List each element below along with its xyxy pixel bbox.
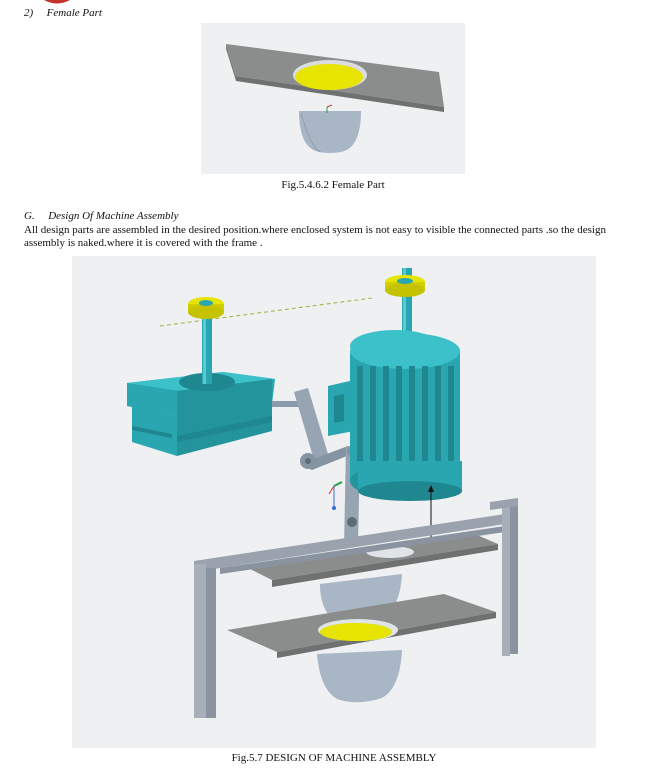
section-title: Design Of Machine Assembly (48, 210, 179, 222)
section-heading-female-part: 2) Female Part (24, 7, 102, 19)
yellow-disc (295, 64, 363, 90)
cone-body (299, 111, 361, 153)
plate-edge (236, 76, 444, 112)
figure-caption-2: Fig.5.7 DESIGN OF MACHINE ASSEMBLY (231, 752, 437, 764)
section-number: 2) (24, 7, 34, 19)
body-paragraph: All design parts are assembled in the de… (24, 224, 606, 249)
figure-machine-assembly (72, 256, 596, 748)
section-heading-machine-assembly: G. Design Of Machine Assembly (24, 210, 178, 222)
motor (328, 268, 462, 551)
upper-plate (244, 532, 498, 587)
gearbox (127, 297, 275, 456)
belt-line (159, 297, 373, 327)
logo-fragment (44, 0, 70, 4)
figure-female-part (201, 23, 465, 174)
lower-plate (227, 594, 496, 658)
figure-caption-1: Fig.5.4.6.2 Female Part (281, 179, 385, 191)
section-letter: G. (24, 210, 35, 222)
frame (194, 498, 518, 718)
section-title: Female Part (46, 7, 102, 19)
